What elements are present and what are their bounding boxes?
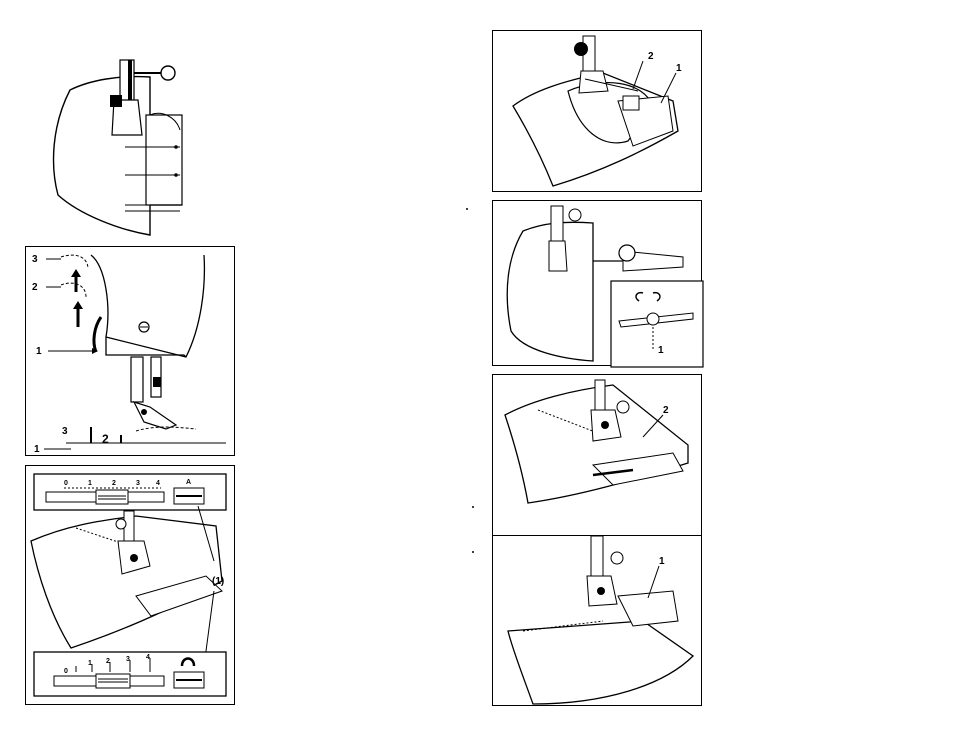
presser-lift-labels: 3 2 1 3 2 1	[26, 247, 236, 457]
figure-edge-sewing: 2	[492, 374, 702, 536]
bottom-tick-1: 1	[88, 660, 92, 667]
figure-stitch-settings: 0 1 2 3 4 A (1) 0 1 2 3 4	[25, 465, 235, 705]
hem-label-1: 1	[659, 556, 665, 567]
figure-hem-finish: 1	[492, 536, 702, 706]
figure-seam-guide: 1	[492, 200, 702, 366]
label-lower-1: 1	[34, 444, 40, 455]
label-upper-2: 2	[32, 282, 38, 293]
plate-label-1: 1	[676, 63, 682, 74]
figure-plate-attach: 2 1	[492, 30, 702, 192]
top-tick-3: 3	[136, 480, 140, 487]
top-dial-symbol: A	[186, 479, 191, 486]
stray-mark-1	[466, 208, 468, 210]
top-tick-0: 0	[64, 480, 68, 487]
seam-guide-labels: 1	[493, 201, 703, 367]
bottom-tick-4: 4	[146, 654, 150, 661]
seam-guide-label-1: 1	[658, 345, 664, 356]
bottom-tick-3: 3	[126, 656, 130, 663]
label-upper-3: 3	[32, 254, 38, 265]
stray-mark-3	[472, 551, 474, 553]
top-tick-2: 2	[112, 480, 116, 487]
edge-sewing-labels: 2	[493, 375, 703, 537]
label-lower-2: 2	[102, 432, 109, 446]
figure-presser-lift: 3 2 1 3 2 1	[25, 246, 235, 456]
label-lower-3: 3	[62, 426, 68, 437]
hem-finish-labels: 1	[493, 536, 703, 706]
bottom-tick-2: 2	[106, 658, 110, 665]
guide-pins-illustration	[50, 55, 240, 235]
top-tick-1: 1	[88, 480, 92, 487]
edge-label-2: 2	[663, 405, 669, 416]
stitch-settings-labels: 0 1 2 3 4 A (1) 0 1 2 3 4	[26, 466, 236, 706]
plate-attach-labels: 2 1	[493, 31, 703, 193]
figure-guide-pins	[50, 55, 240, 235]
label-upper-1: 1	[36, 346, 42, 357]
top-tick-4: 4	[156, 480, 160, 487]
stray-mark-2	[472, 506, 474, 508]
bottom-tick-0: 0	[64, 668, 68, 675]
callout-label: (1)	[212, 576, 224, 587]
plate-label-2: 2	[648, 51, 654, 62]
